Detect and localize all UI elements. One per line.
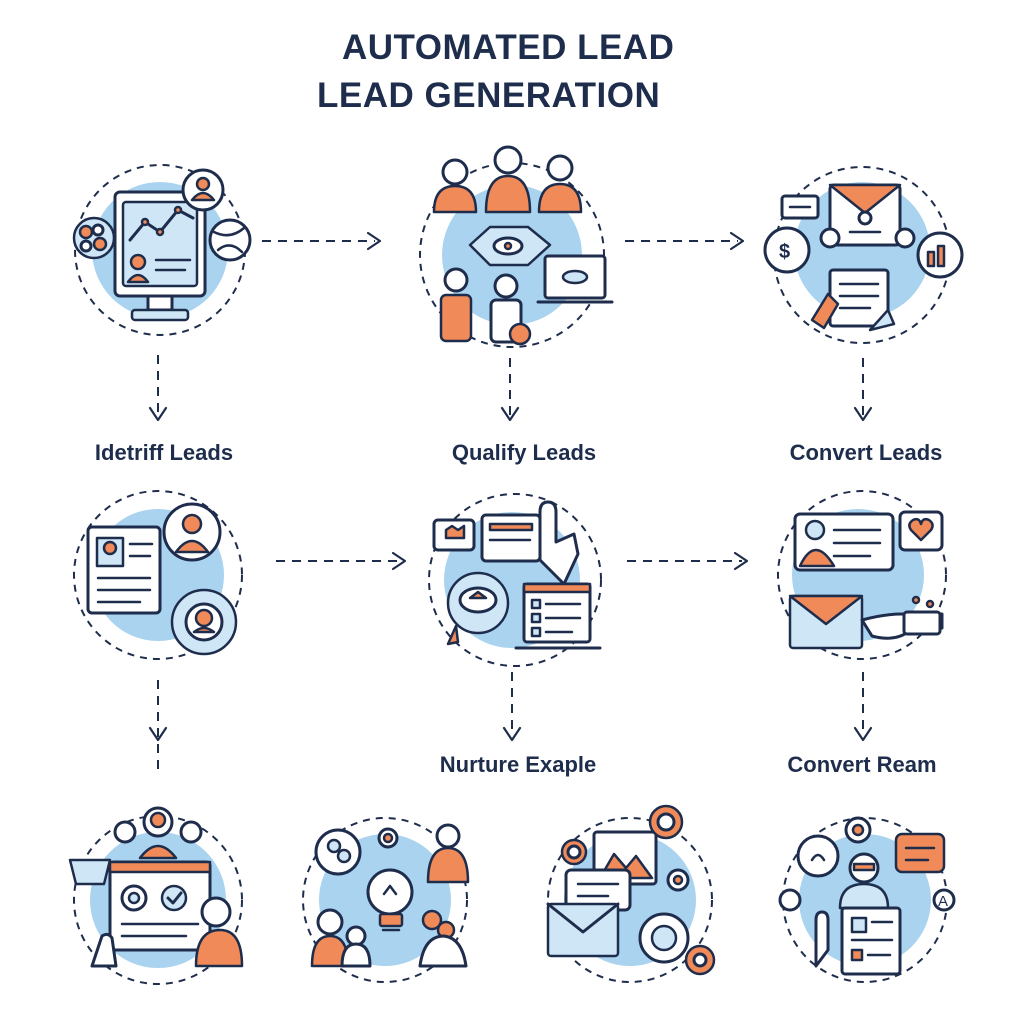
- workflow-document-icon: $: [763, 166, 964, 344]
- arrow-down-col2-a: [500, 358, 520, 422]
- message-envelope-icon: [777, 490, 947, 660]
- email-image-icon: [546, 804, 716, 983]
- presenter-chat-icon: A: [778, 816, 956, 983]
- arrow-row2-a: [276, 551, 407, 571]
- step-label-convert-ream: Convert Ream: [787, 752, 937, 777]
- arrow-down-col1-a: [148, 355, 168, 422]
- step-label-convert: Convert Leads: [789, 440, 943, 465]
- step-label-qualify: Qualify Leads: [451, 440, 597, 465]
- arrow-row1-a: [262, 231, 382, 251]
- profile-gear-icon: [73, 490, 243, 660]
- step-label-nurture: Nurture Exaple: [439, 752, 597, 777]
- lightbulb-team-icon: [302, 817, 470, 983]
- checklist-laptop-icon: [428, 493, 602, 667]
- monitor-analytics-icon: [72, 164, 252, 336]
- team-handshake-icon: [419, 145, 614, 348]
- arrow-down-col3-a: [853, 358, 873, 422]
- arrow-down-col1-b: [148, 680, 168, 775]
- step-label-identify: Idetriff Leads: [94, 440, 234, 465]
- arrow-down-col2-b: [502, 672, 522, 742]
- dashboard-team-icon: [68, 806, 244, 985]
- svg-text:$: $: [779, 241, 790, 263]
- arrow-down-col3-b: [853, 672, 873, 742]
- page-title-line-1: AUTOMATED LEAD: [342, 28, 675, 67]
- page-title-line-2: LEAD GENERATION: [317, 76, 661, 115]
- arrow-row2-b: [627, 551, 749, 571]
- svg-text:A: A: [938, 893, 948, 910]
- arrow-row1-b: [625, 231, 745, 251]
